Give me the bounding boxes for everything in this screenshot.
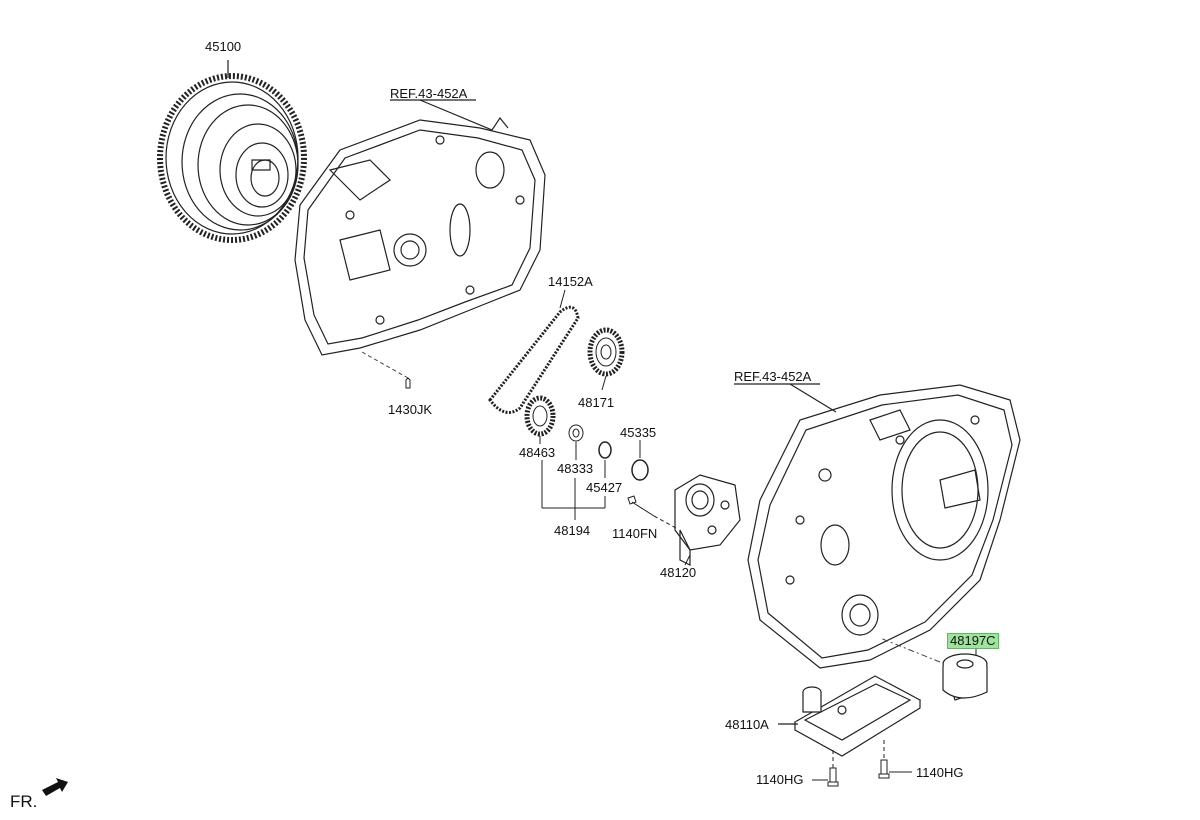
leader-line [879, 637, 941, 663]
part-label-1430jk[interactable]: 1430JK [388, 402, 433, 417]
ref-label-right[interactable]: REF.43-452A [734, 369, 812, 384]
leader-line [361, 351, 409, 379]
part-label-48197c-highlighted[interactable]: 48197C [947, 633, 999, 649]
part-label-1140hg-right[interactable]: 1140HG [916, 765, 964, 780]
torque-converter [157, 60, 307, 243]
oil-strainer-48110a [778, 675, 922, 757]
o-ring-45335 [631, 459, 649, 481]
part-label-48120[interactable]: 48120 [660, 565, 697, 580]
bolt-1430jk [405, 377, 411, 389]
part-label-48463[interactable]: 48463 [519, 445, 556, 460]
front-arrow-icon [42, 778, 68, 796]
bolt-1140fn [627, 495, 677, 529]
part-label-48194[interactable]: 48194 [554, 523, 591, 538]
part-label-14152a[interactable]: 14152A [548, 274, 593, 289]
group-bracket [541, 460, 606, 520]
lower-case-housing [734, 383, 1021, 669]
label-leaders [539, 375, 691, 566]
ref-label-top[interactable]: REF.43-452A [390, 86, 468, 101]
upper-case-housing [294, 99, 546, 356]
bearing-48333 [568, 424, 584, 442]
part-label-1140fn[interactable]: 1140FN [612, 526, 658, 541]
part-label-45100[interactable]: 45100 [205, 39, 242, 54]
leader-line [559, 289, 566, 309]
drive-chain [488, 305, 580, 414]
part-label-48171[interactable]: 48171 [578, 395, 615, 410]
part-label-45427[interactable]: 45427 [586, 480, 623, 495]
snap-ring-45427 [598, 441, 612, 459]
oil-filter-48197c [942, 653, 988, 701]
part-label-1140hg-left[interactable]: 1140HG [756, 772, 804, 787]
part-label-45335[interactable]: 45335 [620, 425, 657, 440]
bolt-1140hg-left [812, 750, 839, 787]
part-label-48333[interactable]: 48333 [557, 461, 594, 476]
front-direction-label: FR. [10, 792, 38, 811]
bolt-1140hg-right [878, 740, 912, 779]
part-label-48110a[interactable]: 48110A [725, 717, 769, 732]
sprocket-48463 [524, 395, 556, 437]
sprocket-48171 [587, 327, 625, 377]
oil-pump-48120 [674, 474, 741, 566]
